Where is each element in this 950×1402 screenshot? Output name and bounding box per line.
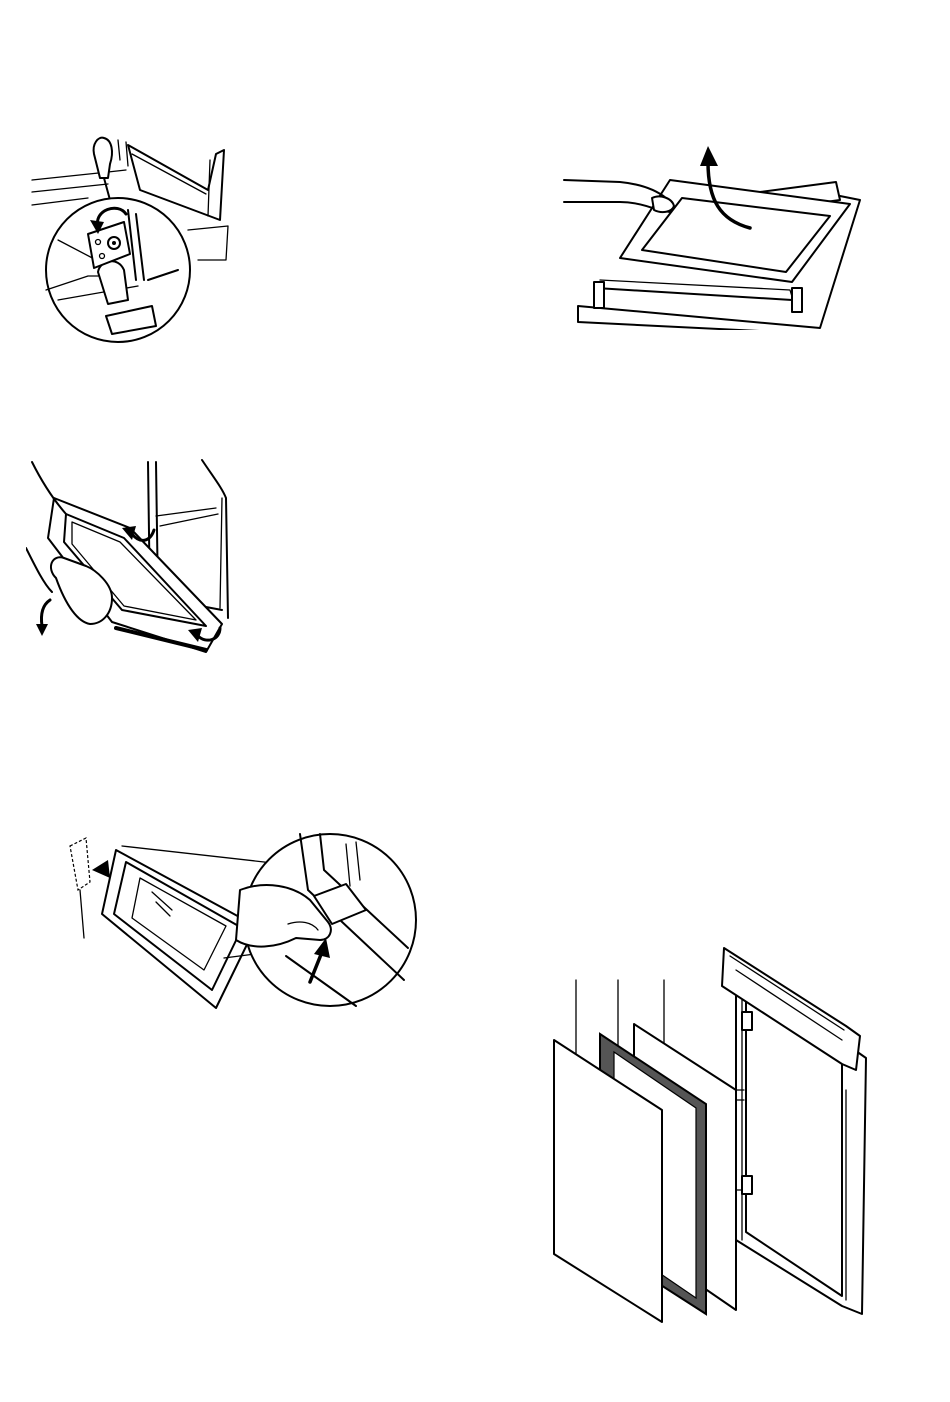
door-frame-icon: [722, 948, 866, 1314]
figure-door-glass-lift: [560, 140, 870, 330]
door-glass-lift-illustration: [560, 140, 870, 330]
door-removal-illustration: [26, 458, 238, 668]
figure-door-clip-release: [56, 830, 418, 1020]
hinge-lock-illustration: [28, 130, 238, 345]
figure-door-removal: [26, 458, 238, 668]
door-clip-release-illustration: [56, 830, 418, 1020]
hand-icon: [564, 180, 674, 212]
door-glass-exploded-illustration: [546, 940, 872, 1324]
figure-hinge-lock: [28, 130, 238, 345]
figure-door-glass-exploded: [546, 940, 872, 1324]
